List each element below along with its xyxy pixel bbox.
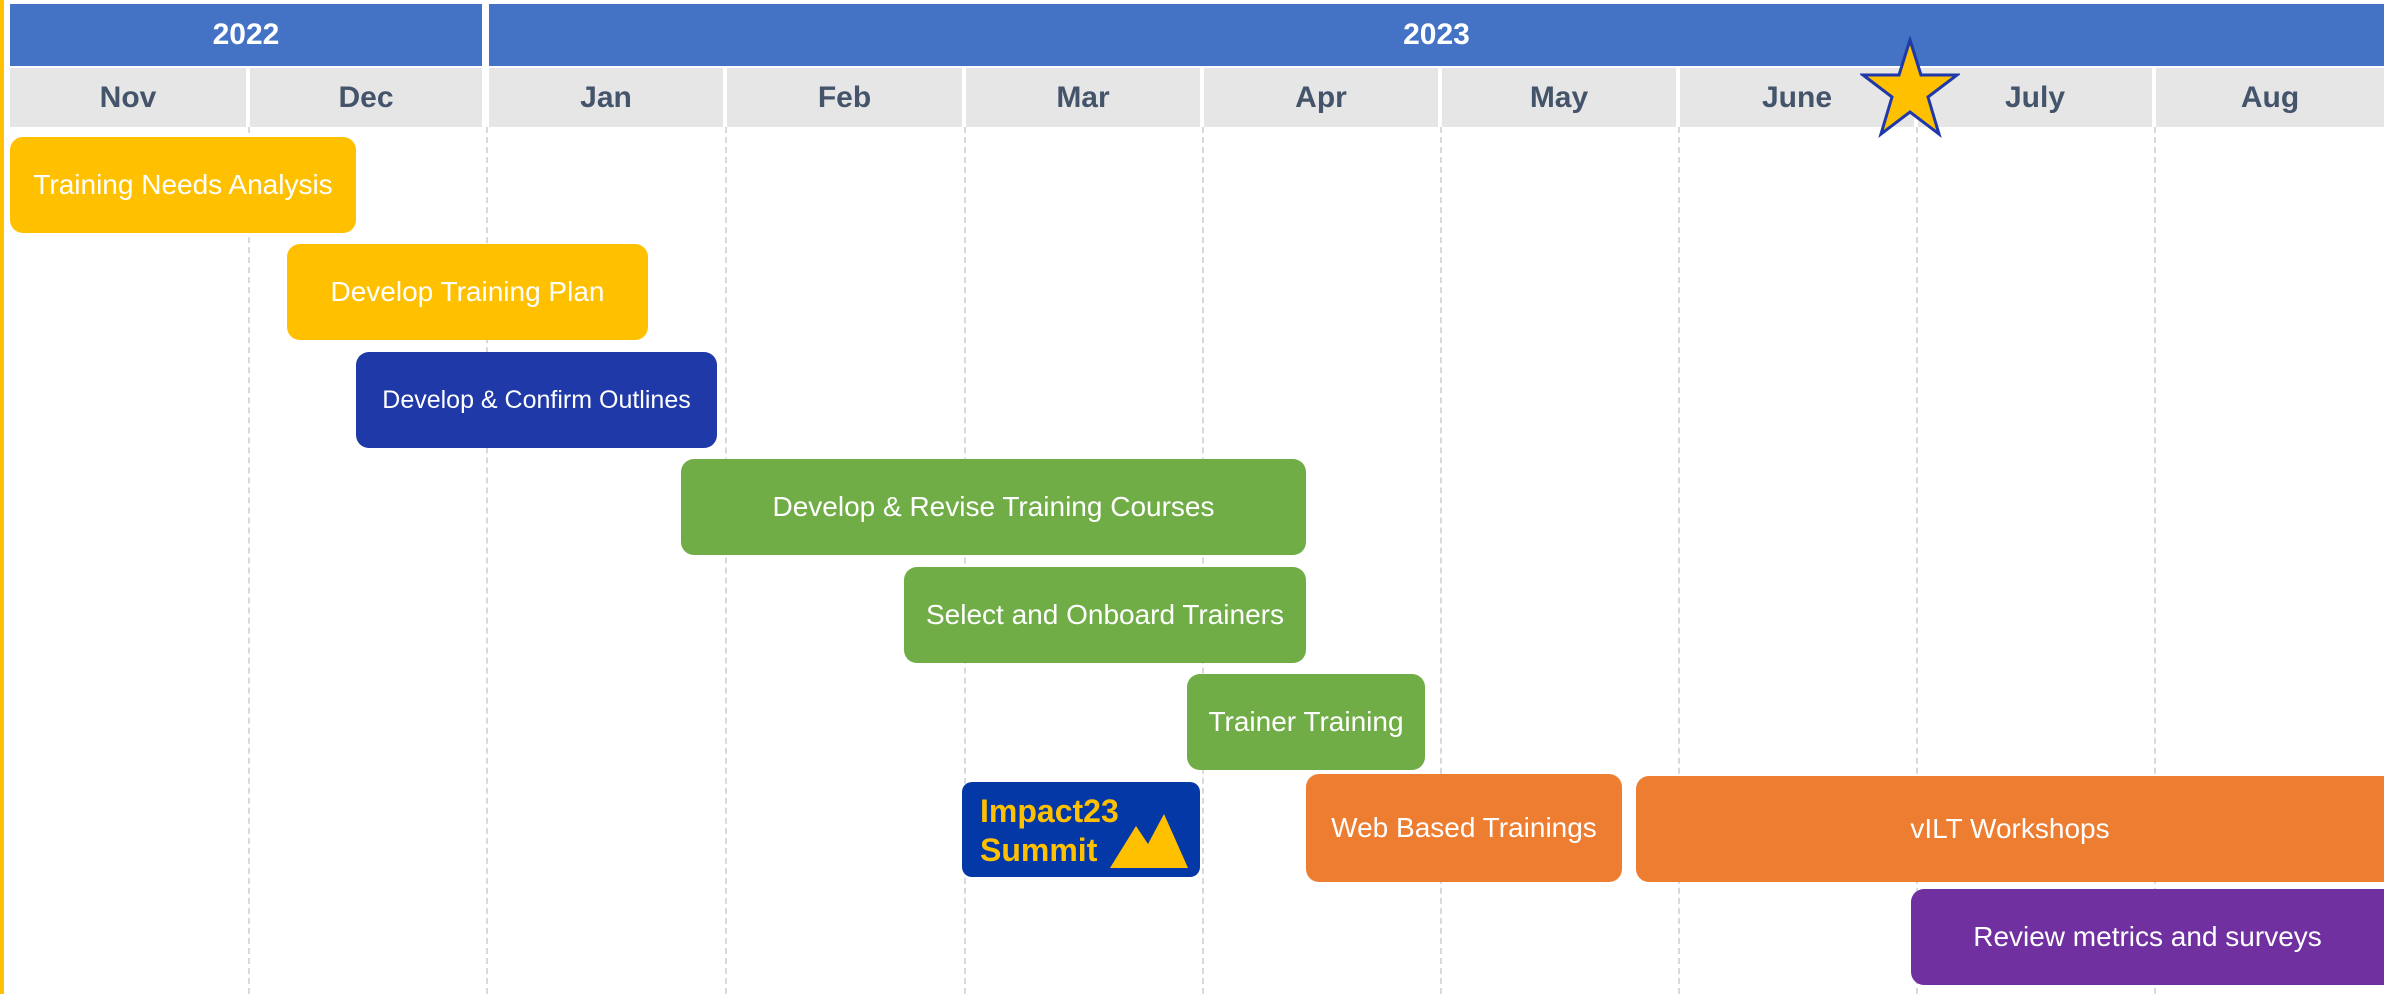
- month-label: Aug: [2240, 80, 2300, 114]
- month-label: May: [1529, 80, 1589, 114]
- month-label: Feb: [817, 80, 872, 114]
- task-develop-revise-courses[interactable]: Develop & Revise Training Courses: [681, 459, 1306, 555]
- task-label: Select and Onboard Trainers: [926, 599, 1284, 630]
- month-label: June: [1761, 80, 1833, 114]
- month-gridline: [1202, 127, 1204, 994]
- year-header-2022: 2022: [10, 4, 482, 66]
- month-gridline: [1916, 127, 1918, 994]
- month-may: May: [1442, 68, 1676, 127]
- task-label: Develop Training Plan: [330, 276, 605, 307]
- month-july: July: [1918, 68, 2152, 127]
- summit-line-1: Impact23: [980, 793, 1119, 829]
- month-mar: Mar: [966, 68, 1200, 127]
- task-web-based-trainings[interactable]: Web Based Trainings: [1306, 774, 1622, 882]
- impact23-summit-badge[interactable]: Impact23 Summit: [962, 782, 1200, 877]
- month-gridline: [486, 127, 488, 994]
- star-icon: [1860, 36, 1960, 138]
- month-apr: Apr: [1204, 68, 1438, 127]
- task-label: Training Needs Analysis: [33, 169, 333, 200]
- month-gridline: [2154, 127, 2156, 994]
- month-label: Nov: [99, 80, 157, 114]
- month-label: Apr: [1295, 80, 1347, 114]
- task-review-metrics-surveys[interactable]: Review metrics and surveys: [1911, 889, 2384, 985]
- year-header-2023: 2023: [489, 4, 2384, 66]
- month-gridline: [1678, 127, 1680, 994]
- month-label: July: [2004, 80, 2066, 114]
- month-label: Jan: [580, 80, 632, 114]
- task-label: Web Based Trainings: [1331, 812, 1597, 843]
- year-label: 2023: [1403, 18, 1470, 51]
- task-training-needs-analysis[interactable]: Training Needs Analysis: [10, 137, 356, 233]
- task-develop-confirm-outlines[interactable]: Develop & Confirm Outlines: [356, 352, 717, 448]
- month-label: Mar: [1056, 80, 1110, 114]
- month-gridline: [1440, 127, 1442, 994]
- task-develop-training-plan[interactable]: Develop Training Plan: [287, 244, 648, 340]
- summit-title: Impact23 Summit: [980, 792, 1119, 870]
- year-label: 2022: [212, 18, 280, 51]
- month-feb: Feb: [727, 68, 962, 127]
- task-vilt-workshops[interactable]: vILT Workshops: [1636, 776, 2384, 882]
- month-gridline: [248, 127, 250, 994]
- task-label: Trainer Training: [1208, 706, 1404, 737]
- task-label: Review metrics and surveys: [1973, 921, 2322, 952]
- month-dec: Dec: [250, 68, 482, 127]
- month-label: Dec: [338, 80, 394, 114]
- task-label: vILT Workshops: [1910, 813, 2110, 844]
- mountain-icon: [1110, 814, 1188, 868]
- month-jan: Jan: [489, 68, 723, 127]
- task-label: Develop & Revise Training Courses: [772, 491, 1215, 522]
- task-label: Develop & Confirm Outlines: [382, 385, 691, 414]
- month-nov: Nov: [10, 68, 246, 127]
- task-trainer-training[interactable]: Trainer Training: [1187, 674, 1425, 770]
- task-select-onboard-trainers[interactable]: Select and Onboard Trainers: [904, 567, 1306, 663]
- left-border: [0, 0, 4, 994]
- month-aug: Aug: [2156, 68, 2384, 127]
- month-gridline: [725, 127, 727, 994]
- month-gridline: [964, 127, 966, 994]
- summit-line-2: Summit: [980, 832, 1098, 868]
